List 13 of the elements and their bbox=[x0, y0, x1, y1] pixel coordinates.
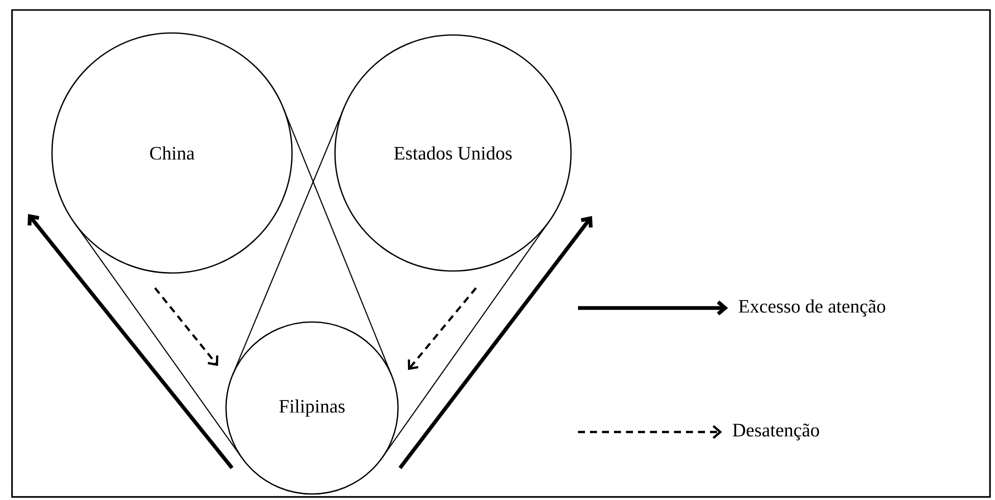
arrow bbox=[408, 287, 477, 370]
circle-node: Filipinas bbox=[225, 321, 399, 495]
connector-line bbox=[232, 107, 345, 376]
arrow bbox=[28, 214, 234, 470]
arrow bbox=[398, 216, 593, 470]
circle-node: China bbox=[51, 32, 293, 274]
connector-line bbox=[282, 108, 392, 376]
connector-line bbox=[382, 220, 550, 458]
circle-node: Estados Unidos bbox=[334, 34, 572, 272]
arrow bbox=[154, 287, 218, 366]
legend-label: Desatenção bbox=[732, 424, 820, 440]
legend-label: Excesso de atenção bbox=[738, 299, 886, 317]
connector-line bbox=[74, 222, 242, 458]
